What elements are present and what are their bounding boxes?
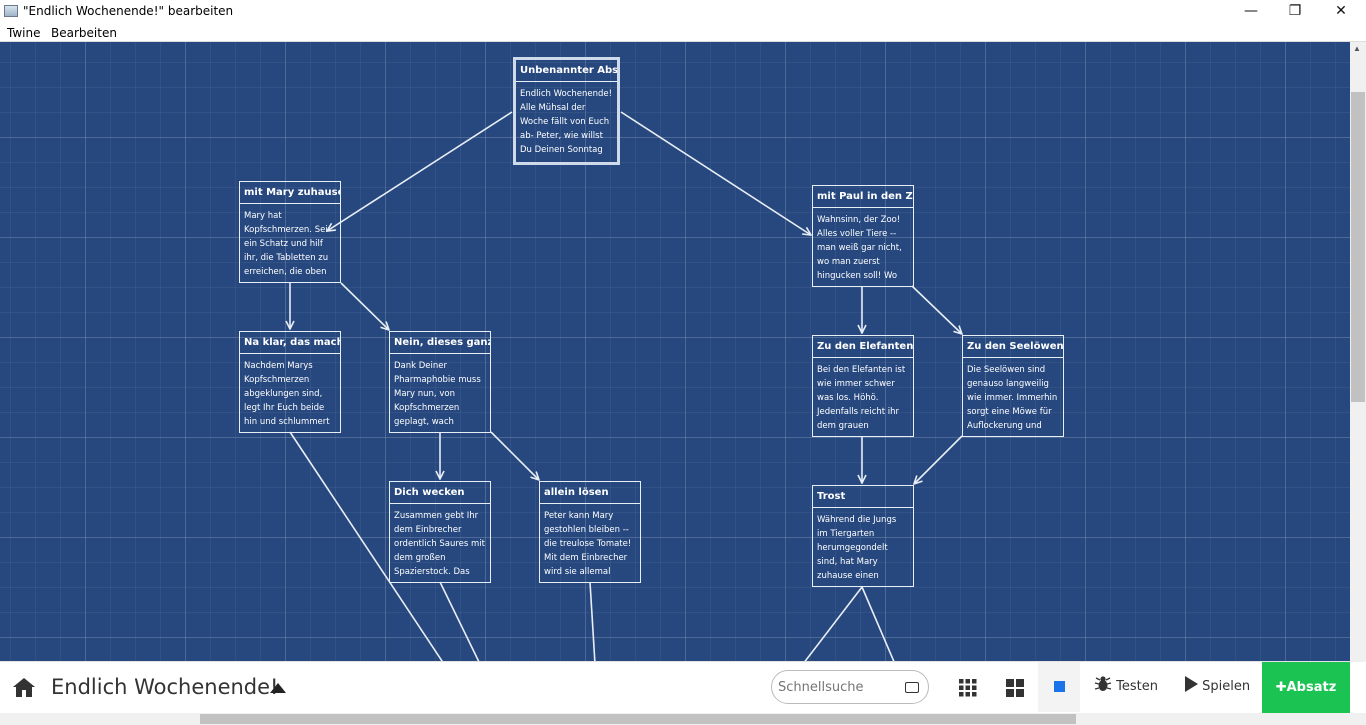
passage-card-dich-wecken[interactable]: Dich wecken Zusammen gebt Ihr dem Einbre… xyxy=(389,481,491,583)
app-icon xyxy=(4,5,18,17)
link-allein-down xyxy=(589,581,596,662)
zoom-small-button[interactable] xyxy=(945,662,991,712)
horizontal-scroll-thumb[interactable] xyxy=(200,714,1076,724)
passage-excerpt: Endlich Wochenende! Alle Mühsal der Woch… xyxy=(520,89,613,155)
play-button[interactable]: Spielen xyxy=(1184,662,1250,712)
menu-bar: Twine Bearbeiten xyxy=(0,24,1366,42)
passage-card-allein-loesen[interactable]: allein lösen Peter kann Mary gestohlen b… xyxy=(539,481,641,583)
passage-title: Dich wecken xyxy=(390,482,490,504)
link-trost-right xyxy=(861,586,896,662)
link-start-mary xyxy=(327,111,513,231)
passage-excerpt: Peter kann Mary gestohlen bleiben -- die… xyxy=(544,511,632,577)
passage-excerpt: Zusammen gebt Ihr dem Einbrecher ordentl… xyxy=(394,511,486,577)
add-passage-button[interactable]: ✚Absatz xyxy=(1262,662,1350,713)
passage-title: Unbenannter Absatz xyxy=(516,60,617,82)
link-nein-allein xyxy=(490,431,539,480)
zoom-large-button[interactable] xyxy=(1038,662,1080,712)
link-trost-left xyxy=(803,586,863,662)
test-label: Testen xyxy=(1116,679,1158,694)
horizontal-scrollbar[interactable] xyxy=(0,713,1366,725)
passage-title: Nein, dieses ganze Pharma xyxy=(390,332,490,354)
link-naklar-down xyxy=(289,431,444,662)
play-label: Spielen xyxy=(1202,679,1251,694)
passage-title: Zu den Elefanten! xyxy=(813,336,913,358)
window-titlebar: "Endlich Wochenende!" bearbeiten — ❐ ✕ xyxy=(0,0,1366,24)
home-icon[interactable] xyxy=(12,676,36,698)
passage-links xyxy=(0,111,1350,662)
passage-card-na-klar[interactable]: Na klar, das mache ich Nachdem Marys Kop… xyxy=(239,331,341,433)
link-paul-seeloewen xyxy=(911,285,962,334)
zoom-medium-icon xyxy=(1006,679,1024,697)
quick-search-input[interactable] xyxy=(778,677,898,697)
passage-card-nein[interactable]: Nein, dieses ganze Pharma Dank Deiner Ph… xyxy=(389,331,491,433)
passage-card-trost[interactable]: Trost Während die Jungs im Tiergarten he… xyxy=(812,485,914,587)
story-title[interactable]: Endlich Wochenende! xyxy=(51,675,279,699)
quick-search-box[interactable] xyxy=(771,670,929,704)
link-seeloewen-trost xyxy=(914,435,963,484)
passage-title: allein lösen xyxy=(540,482,640,504)
play-icon xyxy=(1185,676,1198,692)
bug-icon xyxy=(1094,676,1112,691)
passage-excerpt: Nachdem Marys Kopfschmerzen abgeklungen … xyxy=(244,361,330,427)
passage-excerpt: Wahnsinn, der Zoo! Alles voller Tiere --… xyxy=(817,215,902,281)
passage-title: Trost xyxy=(813,486,913,508)
zoom-small-icon xyxy=(959,679,977,697)
story-menu-caret-icon[interactable] xyxy=(270,683,286,693)
test-button[interactable]: Testen xyxy=(1094,662,1158,712)
zoom-medium-button[interactable] xyxy=(992,662,1038,712)
maximize-button[interactable]: ❐ xyxy=(1288,3,1302,19)
passage-card-start[interactable]: Unbenannter Absatz Endlich Wochenende! A… xyxy=(513,57,620,165)
link-start-paul xyxy=(620,111,811,235)
passage-excerpt: Während die Jungs im Tiergarten herumgeg… xyxy=(817,515,897,581)
passage-title: Zu den Seelöwen! xyxy=(963,336,1063,358)
passage-title: mit Paul in den Zoo gehen xyxy=(813,186,913,208)
passage-card-elefanten[interactable]: Zu den Elefanten! Bei den Elefanten ist … xyxy=(812,335,914,437)
passage-card-paul[interactable]: mit Paul in den Zoo gehen Wahnsinn, der … xyxy=(812,185,914,287)
passage-excerpt: Mary hat Kopfschmerzen. Sei ein Schatz u… xyxy=(244,211,329,277)
scroll-up-icon[interactable]: ▲ xyxy=(1353,44,1361,53)
vertical-scroll-thumb[interactable] xyxy=(1351,92,1365,402)
zoom-large-icon xyxy=(1054,681,1065,692)
minimize-button[interactable]: — xyxy=(1244,3,1258,19)
story-toolbar: Endlich Wochenende! xyxy=(0,661,1350,713)
passage-title: mit Mary zuhause bleiben xyxy=(240,182,340,204)
menu-item-bearbeiten[interactable]: Bearbeiten xyxy=(51,26,117,40)
passage-title: Na klar, das mache ich xyxy=(240,332,340,354)
passage-excerpt: Dank Deiner Pharmaphobie muss Mary nun, … xyxy=(394,361,481,427)
passage-excerpt: Bei den Elefanten ist wie immer schwer w… xyxy=(817,365,906,431)
passage-card-seeloewen[interactable]: Zu den Seelöwen! Die Seelöwen sind genau… xyxy=(962,335,1064,437)
close-button[interactable]: ✕ xyxy=(1335,3,1347,19)
keyboard-icon[interactable] xyxy=(905,682,919,693)
passage-excerpt: Die Seelöwen sind genauso langweilig wie… xyxy=(967,365,1058,431)
vertical-scrollbar[interactable]: ▲ xyxy=(1350,42,1366,662)
add-passage-label: Absatz xyxy=(1286,680,1337,695)
menu-item-twine[interactable]: Twine xyxy=(7,26,41,40)
plus-icon: ✚ xyxy=(1275,680,1287,695)
story-map-canvas[interactable]: Unbenannter Absatz Endlich Wochenende! A… xyxy=(0,42,1350,662)
link-wecken-down xyxy=(439,581,480,662)
passage-card-mary[interactable]: mit Mary zuhause bleiben Mary hat Kopfsc… xyxy=(239,181,341,283)
link-mary-nein xyxy=(340,282,389,330)
window-title: "Endlich Wochenende!" bearbeiten xyxy=(23,4,234,18)
